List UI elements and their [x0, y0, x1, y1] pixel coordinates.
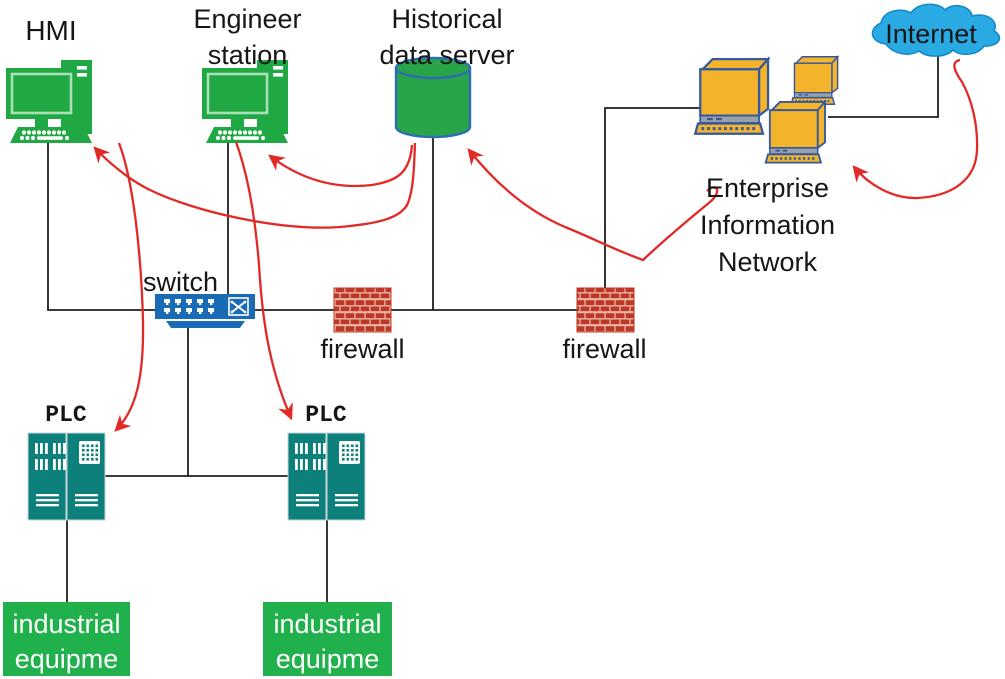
enterprise-pc-large-icon [693, 57, 770, 136]
firewall-right-icon [576, 287, 635, 333]
attack-arrow-server-to-engineer [268, 144, 414, 188]
network-lines [47, 50, 939, 604]
hmi-computer-icon [4, 58, 94, 145]
switch-crossover-icon [228, 297, 249, 316]
industrial-equipment-right-box [263, 602, 392, 676]
industrial-equipment-left-box [3, 602, 130, 676]
enterprise-pc-medium-icon [764, 100, 827, 164]
firewall-right-label: firewall [562, 334, 647, 364]
attack-arrow-engineer-to-plc-right [234, 141, 293, 421]
attack-arrow-server-to-hmi [93, 142, 417, 229]
enterprise-network-label: Enterprise Information Network [699, 173, 836, 277]
internet-cloud-icon [871, 3, 1001, 57]
plc-right-label: PLC [305, 402, 347, 428]
plc-left-label: PLC [45, 402, 87, 428]
industrial-equipment-right-label: industrial equipme [273, 609, 382, 674]
line-hmi-to-switch [47, 136, 156, 311]
firewall-left-label: firewall [320, 334, 405, 364]
engineer-station-label: Engineer station [193, 4, 302, 70]
industrial-equipment-left-label: industrial equipme [12, 609, 121, 674]
internet-label: Internet [885, 19, 977, 49]
historical-data-server-icon [394, 56, 472, 139]
attack-arrow-internet-to-enterprise [852, 58, 979, 200]
attack-arrow-enterprise-to-server [467, 148, 719, 262]
firewall-left-icon [333, 287, 392, 333]
plc-left-icon [27, 432, 106, 521]
plc-right-icon [287, 432, 366, 521]
switch-label: switch [143, 267, 219, 297]
hmi-label: HMI [25, 15, 77, 46]
line-enterprise-to-firewall [604, 107, 703, 292]
attack-arrow-hmi-to-plc-left [114, 142, 145, 432]
switch-icon [155, 294, 255, 328]
enterprise-pc-small-icon [790, 55, 839, 106]
historical-data-server-label: Historical data server [379, 4, 515, 70]
line-internet-to-enterprise [828, 50, 939, 118]
attack-arrows [93, 58, 979, 432]
